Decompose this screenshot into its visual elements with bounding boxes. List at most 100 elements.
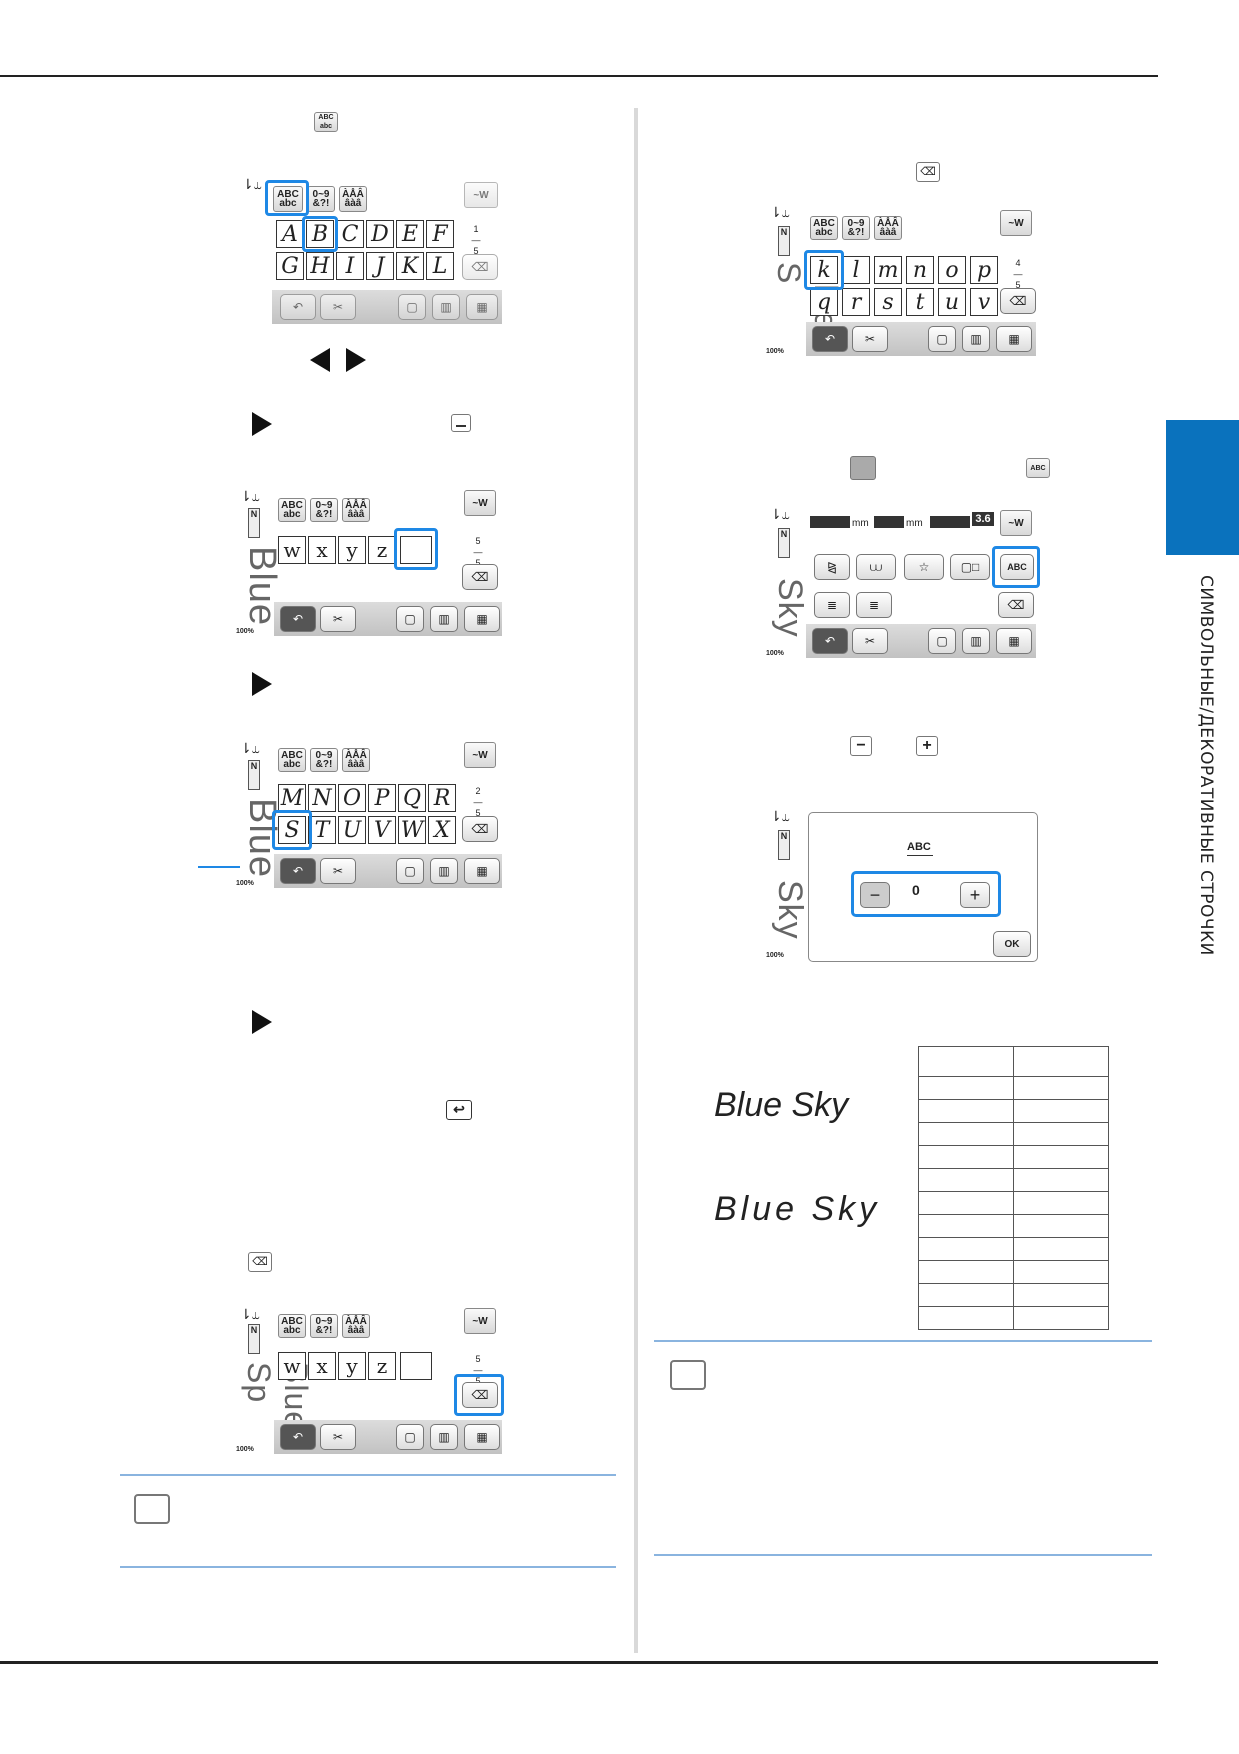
key-a[interactable]: A	[276, 220, 304, 248]
stitch-icon[interactable]: ~W	[1000, 510, 1032, 536]
key-b[interactable]: B	[306, 220, 334, 248]
key-z[interactable]: z	[368, 1352, 396, 1380]
return-icon[interactable]: ↶	[280, 1424, 316, 1450]
scissors-icon[interactable]: ✂	[320, 1424, 356, 1450]
key-r[interactable]: r	[842, 288, 870, 316]
delete-icon[interactable]: ⌫	[462, 254, 498, 280]
key-x[interactable]: x	[308, 1352, 336, 1380]
space-key[interactable]	[400, 1352, 432, 1380]
key-q[interactable]: q	[810, 288, 838, 316]
key-d[interactable]: D	[366, 220, 394, 248]
key-n[interactable]: N	[308, 784, 336, 812]
pattern-icon[interactable]: ☆	[904, 554, 944, 580]
memory-icon[interactable]: ▢	[398, 294, 426, 320]
delete-icon[interactable]: ⌫	[462, 816, 498, 842]
scissors-icon[interactable]: ✂	[852, 326, 888, 352]
memory-icon[interactable]: ▢	[396, 858, 424, 884]
repeat-icon[interactable]: ⩊	[856, 554, 896, 580]
return-icon[interactable]: ↶	[280, 294, 316, 320]
scissors-icon[interactable]: ✂	[320, 858, 356, 884]
book-icon[interactable]: ▥	[962, 628, 990, 654]
key-t[interactable]: t	[906, 288, 934, 316]
mirror-icon[interactable]: ⧎	[814, 554, 850, 580]
key-w[interactable]: w	[278, 1352, 306, 1380]
key-m[interactable]: M	[278, 784, 306, 812]
key-o[interactable]: O	[338, 784, 366, 812]
return-icon[interactable]: ↶	[280, 858, 316, 884]
key-y[interactable]: y	[338, 1352, 366, 1380]
stitch-icon[interactable]: ~W	[464, 490, 496, 516]
edit-icon[interactable]: ▦	[996, 628, 1032, 654]
return-icon[interactable]: ↶	[812, 326, 848, 352]
scissors-icon[interactable]: ✂	[852, 628, 888, 654]
key-r[interactable]: R	[428, 784, 456, 812]
key-m[interactable]: m	[874, 256, 902, 284]
key-w[interactable]: w	[278, 536, 306, 564]
stitch-icon[interactable]: ~W	[1000, 210, 1032, 236]
memory-icon[interactable]: ▢	[928, 326, 956, 352]
stitch-icon[interactable]: ~W	[464, 182, 498, 208]
stitch-icon[interactable]: ~W	[464, 742, 496, 768]
edit-icon[interactable]: ▦	[466, 294, 498, 320]
edit-icon[interactable]: ▦	[464, 858, 500, 884]
key-v[interactable]: V	[368, 816, 396, 844]
key-f[interactable]: F	[426, 220, 454, 248]
num-tab[interactable]: 0~9&?!	[310, 498, 338, 522]
key-k[interactable]: k	[810, 256, 838, 284]
key-u[interactable]: U	[338, 816, 366, 844]
book-icon[interactable]: ▥	[430, 858, 458, 884]
num-tab[interactable]: 0~9&?!	[310, 1314, 338, 1338]
density-icon[interactable]: ▢□	[950, 554, 990, 580]
key-x[interactable]: x	[308, 536, 336, 564]
num-tab[interactable]: 0~9&?!	[842, 216, 870, 240]
key-k[interactable]: K	[396, 252, 424, 280]
stitch-icon[interactable]: ~W	[464, 1308, 496, 1334]
book-icon[interactable]: ▥	[962, 326, 990, 352]
key-w[interactable]: W	[398, 816, 426, 844]
key-u[interactable]: u	[938, 288, 966, 316]
book-icon[interactable]: ▥	[430, 606, 458, 632]
key-h[interactable]: H	[306, 252, 334, 280]
memory-icon[interactable]: ▢	[928, 628, 956, 654]
plus-button[interactable]: +	[960, 882, 990, 908]
key-e[interactable]: E	[396, 220, 424, 248]
key-j[interactable]: J	[366, 252, 394, 280]
key-s[interactable]: s	[874, 288, 902, 316]
book-icon[interactable]: ▥	[430, 1424, 458, 1450]
key-p[interactable]: P	[368, 784, 396, 812]
key-s[interactable]: S	[278, 816, 306, 844]
num-tab[interactable]: 0~9&?!	[307, 186, 335, 212]
memory-icon[interactable]: ▢	[396, 1424, 424, 1450]
ok-button[interactable]: OK	[993, 931, 1031, 957]
scissors-icon[interactable]: ✂	[320, 606, 356, 632]
key-l[interactable]: L	[426, 252, 454, 280]
key-x[interactable]: X	[428, 816, 456, 844]
memory-icon[interactable]: ▢	[396, 606, 424, 632]
edit-icon[interactable]: ▦	[464, 606, 500, 632]
key-l[interactable]: l	[842, 256, 870, 284]
minus-button[interactable]: −	[860, 882, 890, 908]
delete-icon[interactable]: ⌫	[462, 1382, 498, 1408]
key-v[interactable]: v	[970, 288, 998, 316]
align-left-icon[interactable]: ≣	[814, 592, 850, 618]
return-icon[interactable]: ↶	[812, 628, 848, 654]
key-q[interactable]: Q	[398, 784, 426, 812]
delete-icon[interactable]: ⌫	[998, 592, 1034, 618]
space-key[interactable]	[400, 536, 432, 564]
align-right-icon[interactable]: ≣	[856, 592, 892, 618]
book-icon[interactable]: ▥	[432, 294, 460, 320]
delete-icon[interactable]: ⌫	[1000, 288, 1036, 314]
return-icon[interactable]: ↶	[280, 606, 316, 632]
edit-icon[interactable]: ▦	[464, 1424, 500, 1450]
key-p[interactable]: p	[970, 256, 998, 284]
